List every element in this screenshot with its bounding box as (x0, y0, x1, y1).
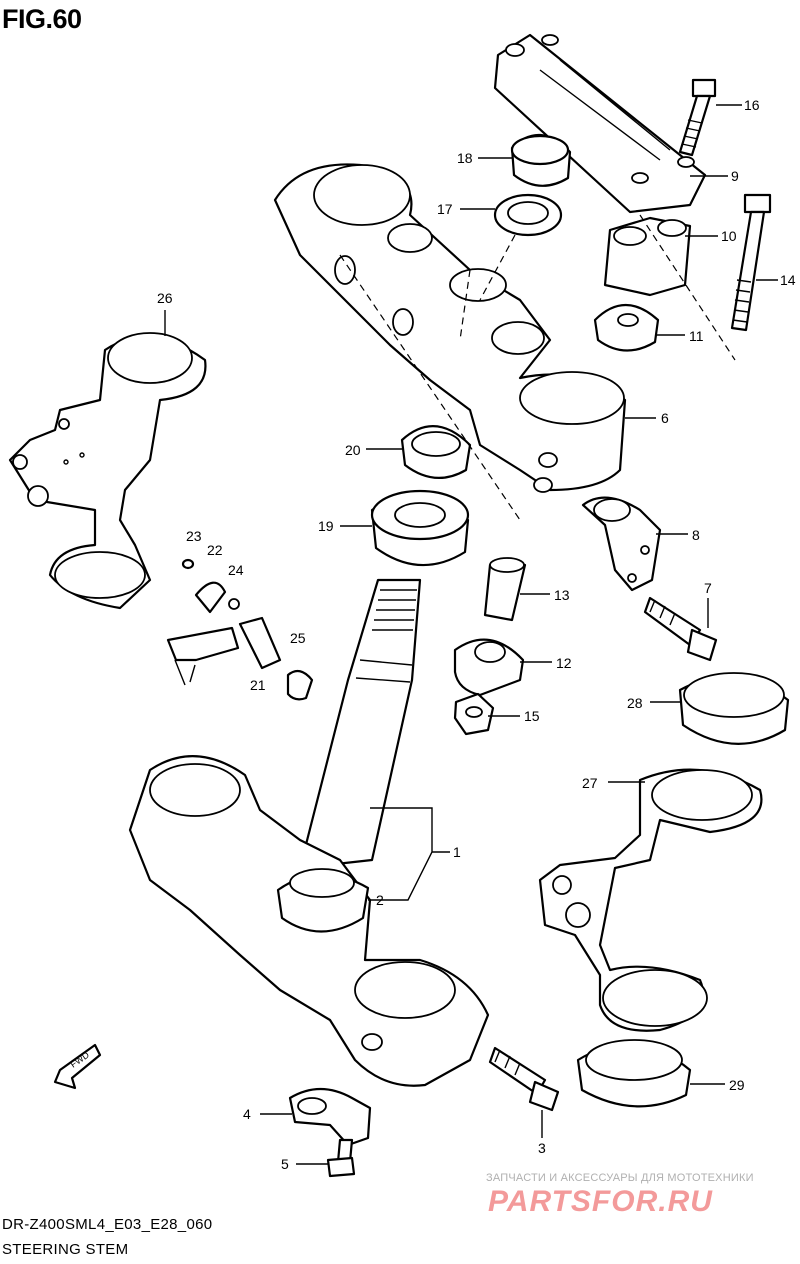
part-screw-23 (181, 558, 195, 570)
part-clamp-4 (288, 1088, 372, 1147)
part-seal-28 (678, 672, 790, 745)
diagram-name: STEERING STEM (2, 1241, 129, 1258)
callout-6: 6 (661, 410, 669, 426)
part-washer-24 (228, 598, 240, 610)
callout-4: 4 (243, 1106, 251, 1122)
part-bolt-14 (730, 193, 772, 332)
part-handlebar-upper-clamp (493, 33, 707, 214)
callout-labels: 1 2 3 4 5 6 7 8 9 10 11 12 13 14 15 16 1… (157, 97, 796, 1172)
part-cap-18 (510, 133, 572, 187)
callout-5: 5 (281, 1156, 289, 1172)
watermark-tagline: ЗАПЧАСТИ И АКСЕССУАРЫ ДЛЯ МОТОТЕХНИКИ (486, 1172, 754, 1184)
part-upper-bracket-6 (273, 163, 627, 493)
part-holder-10 (603, 216, 692, 297)
leader-lines (164, 104, 778, 1165)
callout-29: 29 (729, 1077, 745, 1093)
figure-title: FIG.60 (2, 4, 82, 34)
callout-19: 19 (318, 518, 334, 534)
callout-12: 12 (556, 655, 572, 671)
callout-14: 14 (780, 272, 796, 288)
callout-22: 22 (207, 542, 223, 558)
fwd-arrow: FWD (53, 1043, 102, 1090)
part-bolt-7 (643, 596, 718, 662)
callout-16: 16 (744, 97, 760, 113)
part-nut-20 (400, 425, 472, 479)
part-bracket-8 (581, 496, 662, 592)
part-plug-25 (286, 669, 314, 701)
callout-9: 9 (731, 168, 739, 184)
callout-15: 15 (524, 708, 540, 724)
part-cushion-12 (453, 638, 525, 697)
part-seal-2 (276, 868, 370, 933)
part-seal-29 (576, 1039, 692, 1108)
callout-1: 1 (453, 844, 461, 860)
callout-10: 10 (721, 228, 737, 244)
callout-21: 21 (250, 677, 266, 693)
part-holder-27 (538, 768, 763, 1032)
part-nut-15 (453, 692, 495, 736)
callout-7: 7 (704, 580, 712, 596)
part-bolt-3 (488, 1046, 560, 1112)
part-spacer-13 (483, 557, 527, 622)
callout-3: 3 (538, 1140, 546, 1156)
callout-13: 13 (554, 587, 570, 603)
diagram-code: DR-Z400SML4_E03_E28_060 (2, 1216, 213, 1233)
watermark-brand: PARTSFOR.RU (488, 1185, 713, 1218)
callout-25: 25 (290, 630, 306, 646)
part-22 (194, 581, 227, 614)
part-bearing-19 (370, 489, 470, 567)
callout-26: 26 (157, 290, 173, 306)
callout-20: 20 (345, 442, 361, 458)
callout-8: 8 (692, 527, 700, 543)
callout-24: 24 (228, 562, 244, 578)
callout-11: 11 (689, 328, 704, 344)
callout-28: 28 (627, 695, 643, 711)
callout-2: 2 (376, 892, 384, 908)
part-rubber-11 (593, 304, 660, 352)
part-washer-17 (493, 193, 563, 237)
callout-23: 23 (186, 528, 202, 544)
assembly-lines (339, 214, 736, 521)
callout-27: 27 (582, 775, 598, 791)
part-bolt-5 (326, 1138, 356, 1178)
callout-18: 18 (457, 150, 473, 166)
part-holder-26 (8, 332, 207, 610)
part-switch-21 (166, 616, 282, 686)
part-bolt-16 (678, 78, 717, 157)
callout-17: 17 (437, 201, 453, 217)
